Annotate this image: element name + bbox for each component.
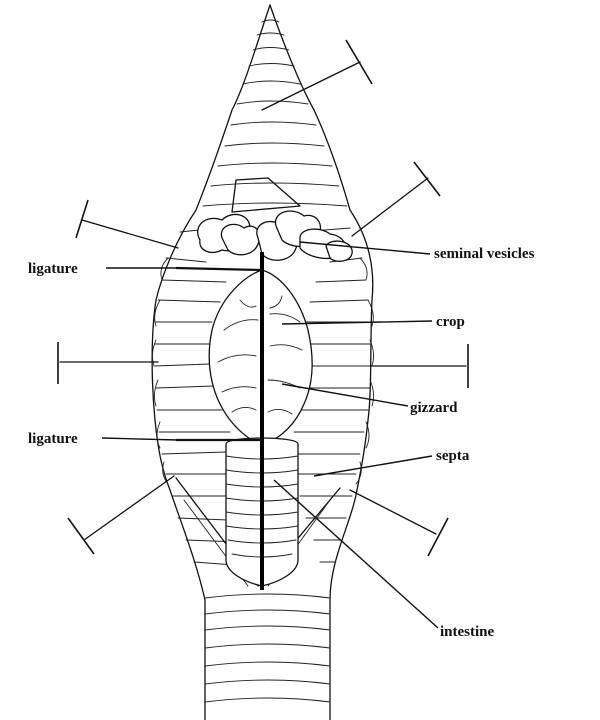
dissecting-pins — [57, 39, 469, 557]
ligature-band-top — [175, 266, 263, 272]
label-crop: crop — [436, 314, 465, 330]
label-septa: septa — [436, 448, 470, 464]
posterior-segments — [204, 593, 331, 703]
pin-middle-left — [57, 342, 159, 384]
left-edge-scallops — [151, 257, 169, 485]
leader-gizzard — [281, 383, 409, 407]
leader-intestine — [273, 479, 439, 629]
head-segments — [202, 19, 348, 207]
label-ligature-top: ligature — [28, 261, 78, 277]
body-outline-left — [151, 4, 271, 720]
pin-lower-left — [67, 475, 175, 555]
pin-middle-right — [369, 344, 469, 388]
label-ligature-bottom: ligature — [28, 431, 78, 447]
leader-crop — [281, 320, 433, 325]
pin-head-top — [261, 39, 373, 111]
leader-septa — [313, 455, 433, 477]
seminal-vesicles — [197, 210, 353, 262]
label-seminal-vesicles: seminal vesicles — [434, 246, 535, 262]
label-gizzard: gizzard — [410, 400, 458, 416]
flap-segments — [154, 225, 371, 567]
pin-upper-left — [75, 199, 179, 249]
pin-lower-right — [349, 489, 449, 557]
label-intestine: intestine — [440, 624, 495, 640]
leader-lines — [101, 241, 439, 629]
body-outline-right — [269, 4, 374, 720]
leader-ligature-bottom — [101, 437, 179, 441]
leader-seminal-vesicles — [299, 241, 431, 255]
pin-upper-right — [351, 161, 441, 237]
right-edge-scallops — [355, 257, 375, 485]
